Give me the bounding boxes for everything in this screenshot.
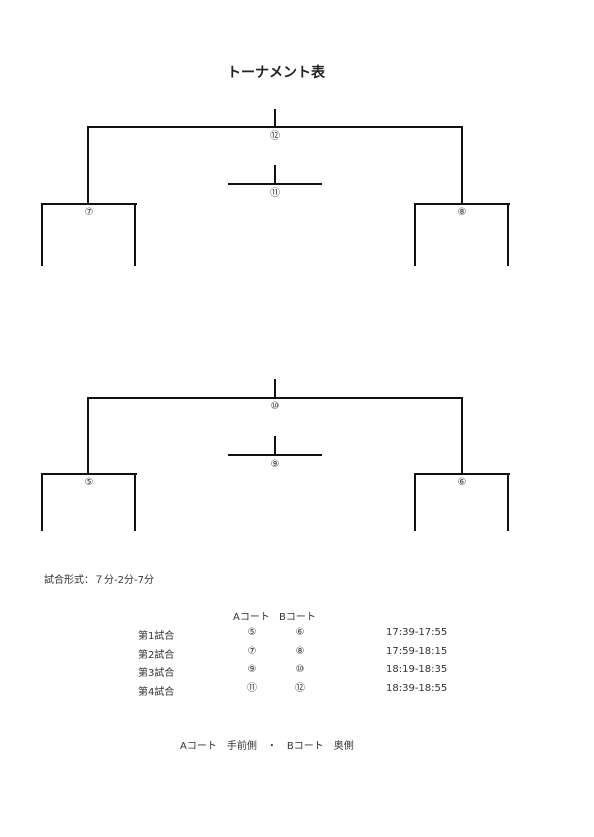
row-a-court: ⑦ (247, 646, 257, 657)
row-b-court: ⑩ (295, 664, 305, 675)
bracket-bottom-third-stem (274, 436, 276, 455)
bracket-bottom-right-drop (461, 397, 463, 474)
bracket-bottom-final-stem (274, 379, 276, 398)
row-time: 18:19-18:35 (386, 664, 448, 675)
bracket-top-third-stem (274, 165, 276, 184)
bracket-bottom-left-semi-leg1 (41, 473, 43, 531)
schedule-header-a-court: Aコート (233, 612, 270, 623)
row-label: 第3試合 (138, 668, 175, 679)
schedule-header-b-court: Bコート (279, 612, 316, 623)
row-label: 第2試合 (138, 650, 175, 661)
bracket-bottom-right-semi-label: ⑥ (457, 477, 467, 488)
bracket-bottom-final-bar (87, 397, 463, 399)
row-label: 第4試合 (138, 687, 175, 698)
row-b-court: ⑧ (295, 646, 305, 657)
bracket-bottom-final-label: ⑩ (270, 401, 280, 412)
bracket-bottom-left-semi-leg2 (134, 473, 136, 531)
row-b-court: ⑫ (295, 683, 305, 694)
bracket-top-left-drop (87, 126, 89, 204)
row-a-court: ⑪ (247, 683, 257, 694)
bracket-bottom-right-semi-leg1 (414, 473, 416, 531)
bracket-bottom-left-drop (87, 397, 89, 474)
bracket-bottom-right-semi-leg2 (507, 473, 509, 531)
row-time: 17:39-17:55 (386, 627, 448, 638)
court-side-note: Aコート 手前側 ・ Bコート 奥側 (180, 741, 354, 752)
row-label: 第1試合 (138, 631, 175, 642)
page-title: トーナメント表 (227, 65, 325, 81)
bracket-bottom-third-bar (228, 454, 322, 456)
bracket-top-right-semi-bar (414, 203, 510, 205)
row-time: 18:39-18:55 (386, 683, 448, 694)
bracket-bottom-third-label: ⑨ (270, 459, 280, 470)
bracket-top-left-semi-label: ⑦ (84, 207, 94, 218)
bracket-top-left-semi-bar (41, 203, 137, 205)
bracket-top-right-semi-label: ⑧ (457, 207, 467, 218)
row-a-court: ⑨ (247, 664, 257, 675)
row-a-court: ⑤ (247, 627, 257, 638)
row-b-court: ⑥ (295, 627, 305, 638)
bracket-bottom-right-semi-bar (414, 473, 510, 475)
bracket-top-third-label: ⑪ (270, 188, 280, 199)
bracket-bottom-left-semi-bar (41, 473, 137, 475)
bracket-top-right-semi-leg2 (507, 203, 509, 266)
bracket-top-right-drop (461, 126, 463, 204)
match-format: 試合形式：７分-2分-7分 (44, 575, 154, 586)
bracket-top-right-semi-leg1 (414, 203, 416, 266)
bracket-top-final-stem (274, 109, 276, 127)
bracket-top-left-semi-leg2 (134, 203, 136, 266)
bracket-top-final-label: ⑫ (270, 131, 280, 142)
row-time: 17:59-18:15 (386, 646, 448, 657)
bracket-top-third-bar (228, 183, 322, 185)
bracket-bottom-left-semi-label: ⑤ (84, 477, 94, 488)
bracket-top-left-semi-leg1 (41, 203, 43, 266)
bracket-top-final-bar (87, 126, 463, 128)
